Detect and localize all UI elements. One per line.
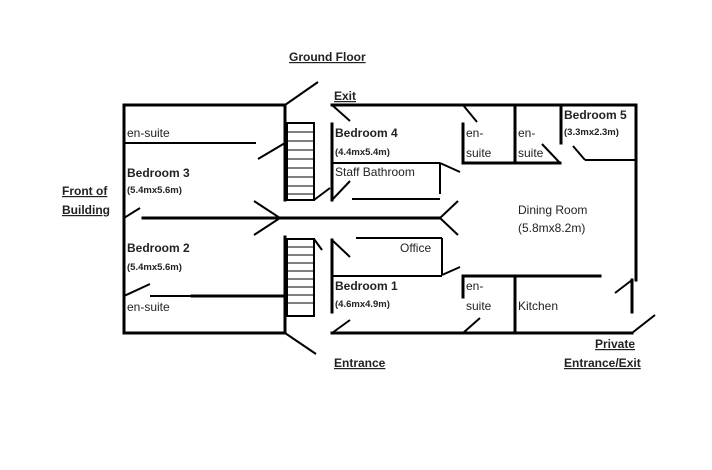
corridor <box>141 200 459 236</box>
front-of-building-label-1: Front of <box>62 184 108 198</box>
dining-room-size: (5.8mx8.2m) <box>518 221 585 235</box>
exit-label: Exit <box>334 89 356 103</box>
doors <box>123 81 656 355</box>
private-entrance-label-1: Private <box>595 337 635 351</box>
bedroom2-size: (5.4mx5.6m) <box>127 262 182 273</box>
ensuite-bedroom2-label: en-suite <box>127 300 170 314</box>
entrance-label: Entrance <box>334 356 386 370</box>
office-label: Office <box>400 241 431 255</box>
ensuite-bedroom5-label-2: suite <box>518 146 544 160</box>
bedroom2-label: Bedroom 2 <box>127 241 190 255</box>
bedroom4-size: (4.4mx5.4m) <box>335 147 390 158</box>
bedroom5-label: Bedroom 5 <box>564 108 627 122</box>
dining-room-label: Dining Room <box>518 203 587 217</box>
ensuite-bedroom4-label-2: suite <box>466 146 492 160</box>
bedroom3-label: Bedroom 3 <box>127 166 190 180</box>
ensuite-bedroom4-label-1: en- <box>466 126 483 140</box>
private-entrance-label-2: Entrance/Exit <box>564 356 641 370</box>
floor-title: Ground Floor <box>289 50 366 64</box>
kitchen-label: Kitchen <box>518 299 558 313</box>
ensuite-bedroom1-label-2: suite <box>466 299 492 313</box>
bedroom1-label: Bedroom 1 <box>335 279 398 293</box>
ensuite-bedroom5-label-1: en- <box>518 126 535 140</box>
stairs-top <box>286 122 315 201</box>
right-block-walls <box>330 103 638 335</box>
bedroom1-size: (4.6mx4.9m) <box>335 299 390 310</box>
ensuite-bedroom3-label: en-suite <box>127 126 170 140</box>
bedroom3-size: (5.4mx5.6m) <box>127 185 182 196</box>
bedroom5-size: (3.3mx2.3m) <box>564 127 619 138</box>
bedroom4-label: Bedroom 4 <box>335 126 398 140</box>
left-wing-walls <box>122 103 287 335</box>
staff-bathroom-label: Staff Bathroom <box>335 165 415 179</box>
front-of-building-label-2: Building <box>62 203 110 217</box>
stairs-bottom <box>286 238 315 317</box>
ensuite-bedroom1-label-1: en- <box>466 279 483 293</box>
